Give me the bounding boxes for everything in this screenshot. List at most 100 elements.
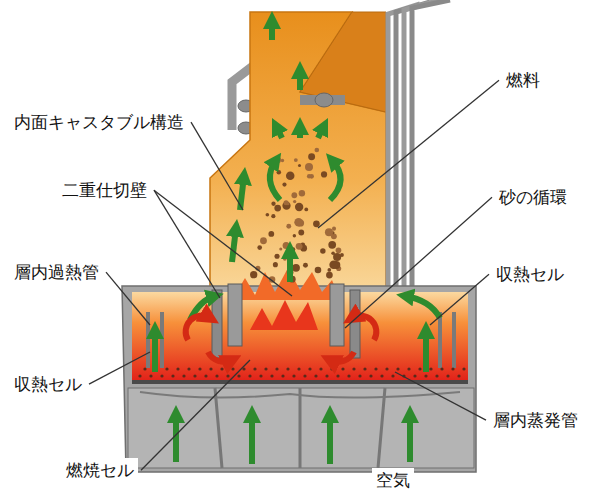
nozzle-dot xyxy=(325,374,328,377)
nozzle-dot xyxy=(149,374,152,377)
fuel-particle xyxy=(336,247,342,253)
nozzle-dot xyxy=(314,374,317,377)
gas-arrow xyxy=(405,296,440,318)
gas-arrow xyxy=(232,228,236,262)
nozzle-dot xyxy=(204,374,207,377)
bed-air-arrow xyxy=(152,330,158,372)
nozzle-dot xyxy=(198,367,201,370)
nozzle-dot xyxy=(374,367,377,370)
leader-lines xyxy=(89,80,499,470)
nozzle-dot xyxy=(358,374,361,377)
evaporator-tube xyxy=(452,312,456,368)
nozzle-dot xyxy=(396,367,399,370)
leader-line xyxy=(154,190,292,296)
fuel-particle xyxy=(294,158,298,162)
fuel-particle xyxy=(328,241,336,249)
nozzle-dot xyxy=(259,374,262,377)
fuel-particle xyxy=(321,171,327,177)
part-label: 内面キャスタブル構造 xyxy=(10,110,188,134)
nozzle-dot xyxy=(424,374,427,377)
nozzle-dots xyxy=(138,367,465,377)
nozzle-dot xyxy=(336,374,339,377)
fuel-particle xyxy=(282,183,286,187)
part-label: 燃料 xyxy=(502,68,544,92)
nozzle-dot xyxy=(462,367,465,370)
fuel-particle xyxy=(293,200,296,203)
fuel-particle xyxy=(295,203,303,211)
part-label: 砂の循環 xyxy=(495,185,571,209)
leader-line xyxy=(430,274,489,325)
partition-wall xyxy=(228,284,242,346)
nozzle-dot xyxy=(215,374,218,377)
air-arrow xyxy=(249,414,255,464)
part-label: 空気 xyxy=(372,468,414,492)
superheater-tube xyxy=(160,312,164,368)
gas-arrow xyxy=(287,250,293,282)
gas-arrow xyxy=(269,20,275,40)
fuel-particle xyxy=(286,224,291,229)
fuel-particle xyxy=(274,205,281,212)
leader-line xyxy=(191,122,243,210)
leader-line xyxy=(345,197,492,328)
fuel-particles xyxy=(250,148,344,283)
gas-flow-arrows xyxy=(155,20,440,464)
part-label: 二重仕切壁 xyxy=(58,178,151,202)
nozzle-dot xyxy=(446,374,449,377)
fuel-particle xyxy=(296,243,303,250)
fuel-particle xyxy=(303,263,308,268)
partition-wall xyxy=(212,290,222,358)
bed-air-arrow xyxy=(423,330,429,372)
evaporator-tube xyxy=(438,312,442,368)
nozzle-dot xyxy=(457,374,460,377)
flame xyxy=(232,268,340,300)
nozzle-dot xyxy=(429,367,432,370)
fuel-particle xyxy=(281,159,284,162)
nozzle-dot xyxy=(418,367,421,370)
leader-line xyxy=(106,272,150,325)
nozzle-dot xyxy=(297,367,300,370)
fuel-particle xyxy=(257,245,262,250)
pipe-end xyxy=(315,93,333,107)
nozzle-dot xyxy=(347,374,350,377)
nozzle-dot xyxy=(413,374,416,377)
nozzle-dot xyxy=(275,367,278,370)
nozzle-dot xyxy=(193,374,196,377)
fuel-particle xyxy=(304,208,308,212)
part-label: 収熱セル xyxy=(492,262,568,286)
fuel-particle xyxy=(284,200,289,205)
part-label: 収熱セル xyxy=(10,372,86,396)
fuel-particle xyxy=(250,271,257,278)
nozzle-dot xyxy=(248,374,251,377)
part-label: 層内蒸発管 xyxy=(489,408,582,432)
fuel-particle xyxy=(329,261,338,270)
flame xyxy=(250,300,318,330)
nozzle-dot xyxy=(369,374,372,377)
leader-line xyxy=(154,190,220,298)
fuel-particle xyxy=(325,228,333,236)
lower-casing xyxy=(122,286,476,472)
nozzle-dot xyxy=(286,367,289,370)
air-arrow xyxy=(407,414,413,462)
nozzle-dot xyxy=(319,367,322,370)
fuel-particle xyxy=(326,272,333,279)
partition-wall xyxy=(330,284,344,346)
nozzle-dot xyxy=(209,367,212,370)
part-label: 層内過熱管 xyxy=(10,260,103,284)
leader-line xyxy=(89,352,150,384)
partition-wall xyxy=(350,290,360,358)
leader-line xyxy=(395,372,486,420)
circulation-arrow xyxy=(186,316,210,340)
nozzle-dot xyxy=(435,374,438,377)
nozzle-dot xyxy=(380,374,383,377)
nozzle-dot xyxy=(270,374,273,377)
fuel-particle xyxy=(283,257,287,261)
nozzle-dot xyxy=(407,367,410,370)
hopper-wall xyxy=(300,12,386,112)
fuel-particle xyxy=(320,248,325,253)
nozzle-dot xyxy=(281,374,284,377)
nozzle-dot xyxy=(391,374,394,377)
gas-arrow xyxy=(270,160,280,200)
gas-arrow xyxy=(297,70,303,90)
fuel-particle xyxy=(293,234,296,237)
